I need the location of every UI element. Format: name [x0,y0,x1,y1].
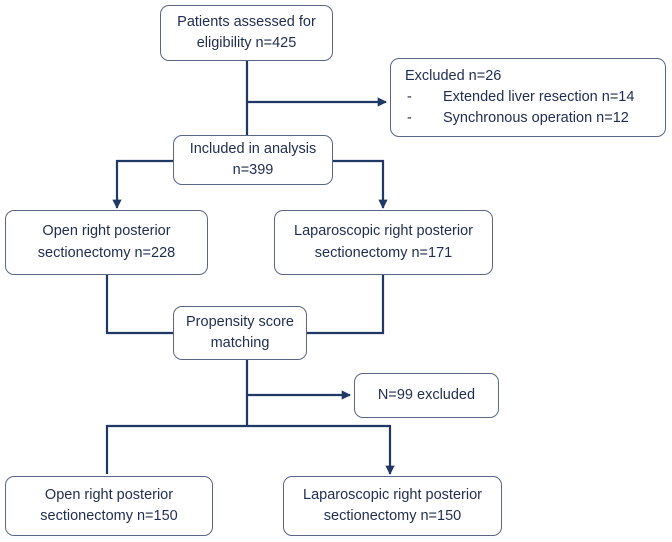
arrow-to-lap-initial [333,159,388,209]
assessed-line2: eligibility n=425 [196,35,297,51]
lap-final-line2: sectionectomy n=150 [323,508,462,524]
box-excluded-after: N=99 excluded [354,373,499,418]
excluded-item: - Synchronous operation n=12 [405,108,629,129]
box-lap-initial: Laparoscopic right posterior sectionecto… [274,210,493,275]
open-initial-line2: sectionectomy n=228 [37,244,176,261]
matching-line1: Propensity score [186,313,294,330]
included-line1: Included in analysis [189,140,317,157]
arrow-to-open-final [105,424,395,475]
excluded-item: - Extended liver resection n=14 [405,87,634,108]
matching-line2: matching [210,335,270,351]
box-open-final: Open right posterior sectionectomy n=150 [5,476,213,536]
lap-initial-line1: Laparoscopic right posterior [294,223,473,240]
box-open-initial: Open right posterior sectionectomy n=228 [5,210,208,275]
excluded-title: Excluded n=26 [405,67,502,84]
open-initial-line1: Open right posterior [42,223,171,240]
excluded-item-bullet: - [407,110,412,126]
included-line2: n=399 [232,162,274,178]
box-included: Included in analysis n=399 [173,135,333,185]
excluded-item-bullet: - [407,88,412,105]
arrow-to-open-initial [112,159,173,209]
lap-final-line1: Laparoscopic right posterior [303,486,482,503]
assessed-line1: Patients assessed for [177,13,316,30]
lap-initial-line2: sectionectomy n=171 [314,244,453,261]
connector-lap-matching [307,275,385,335]
excluded-item-text: Synchronous operation n=12 [443,110,629,126]
excluded-item-text: Extended liver resection n=14 [443,88,635,105]
box-lap-final: Laparoscopic right posterior sectionecto… [283,476,502,536]
box-assessed: Patients assessed for eligibility n=425 [160,5,333,61]
open-final-line1: Open right posterior [44,486,174,503]
open-final-line2: sectionectomy n=150 [40,508,178,524]
box-matching: Propensity score matching [173,306,307,360]
box-excluded: Excluded n=26 - Extended liver resection… [390,58,666,137]
excluded-after-text: N=99 excluded [377,386,476,403]
connector-open-matching [105,275,173,335]
